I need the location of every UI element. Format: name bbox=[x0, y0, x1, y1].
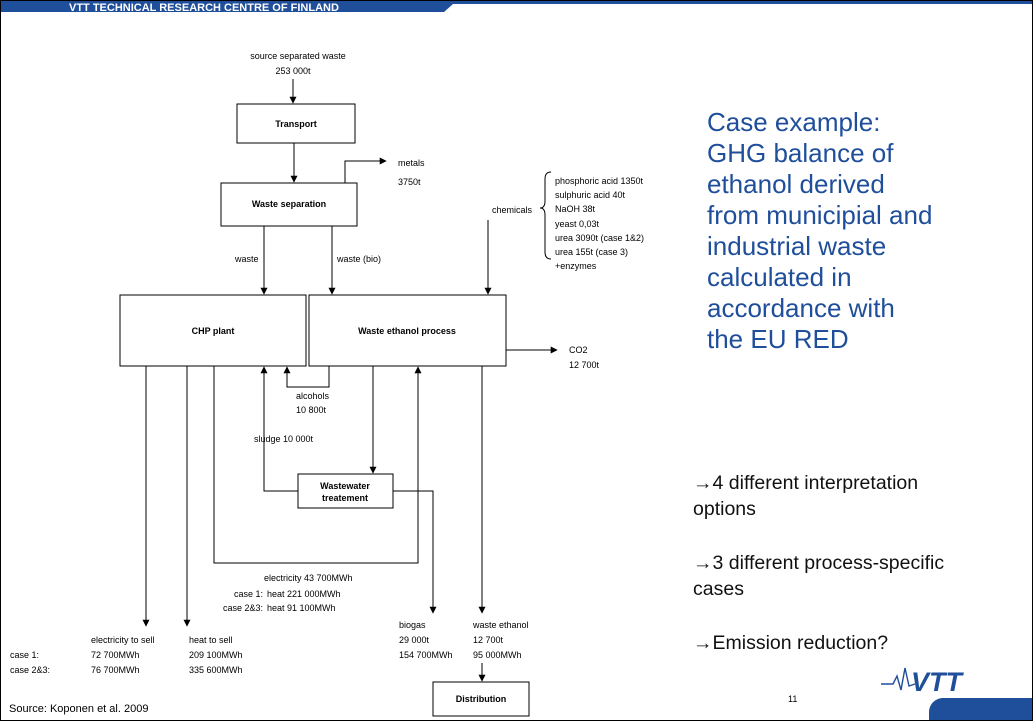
sludge-label: sludge 10 000t bbox=[254, 434, 314, 444]
arrow-biogas bbox=[393, 490, 437, 614]
distribution-label: Distribution bbox=[456, 694, 507, 704]
wastewater-label-line1: Wastewater bbox=[320, 481, 370, 491]
bullet-cases: →3 different process-specific cases bbox=[693, 550, 993, 602]
heat-to-sell-label: heat to sell bbox=[189, 635, 233, 645]
case1-label: case 1: bbox=[10, 650, 39, 660]
heat-case1: 209 100MWh bbox=[189, 650, 243, 660]
metals-label: metals bbox=[398, 158, 425, 168]
bullet-interpretation: →4 different interpretation options bbox=[693, 470, 993, 522]
case23-label: case 2&3: bbox=[10, 665, 50, 675]
arrow-energy-loop bbox=[213, 366, 422, 564]
bullet-line: cases bbox=[693, 578, 744, 600]
source-citation: Source: Koponen et al. 2009 bbox=[9, 703, 149, 715]
header-title: VTT TECHNICAL RESEARCH CENTRE OF FINLAND bbox=[69, 2, 339, 14]
page-number: 11 bbox=[788, 694, 798, 704]
case-example-title: Case example: GHG balance of ethanol der… bbox=[707, 107, 1007, 355]
chemical-item: phosphoric acid 1350t bbox=[555, 176, 644, 186]
co2-label: CO2 bbox=[569, 345, 588, 355]
case-title-line: from municipial and bbox=[707, 200, 933, 230]
heat-case23-value: heat 91 100MWh bbox=[267, 603, 336, 613]
co2-amount: 12 700t bbox=[569, 360, 600, 370]
case-title-line: Case example: bbox=[707, 107, 881, 137]
source-waste-label: source separated waste bbox=[250, 51, 346, 61]
case-title-line: ethanol derived bbox=[707, 169, 885, 199]
waste-ethanol-label: waste ethanol bbox=[472, 620, 529, 630]
logo-pulse-line bbox=[881, 667, 916, 691]
electricity-internal: electricity 43 700MWh bbox=[264, 573, 353, 583]
waste-ethanol-process-label: Waste ethanol process bbox=[358, 326, 456, 336]
chemical-item: +enzymes bbox=[555, 261, 597, 271]
chp-plant-box bbox=[119, 294, 307, 367]
waste-separation-box bbox=[220, 182, 358, 227]
chp-plant-label: CHP plant bbox=[192, 326, 235, 336]
waste-label: waste bbox=[234, 254, 259, 264]
biogas-mwh: 154 700MWh bbox=[399, 650, 453, 660]
electricity-case23: 76 700MWh bbox=[91, 665, 140, 675]
chemical-item: NaOH 38t bbox=[555, 204, 596, 214]
bullet-line: →3 different process-specific bbox=[693, 552, 945, 574]
waste-ethanol-process-box bbox=[308, 294, 507, 367]
chemicals-label: chemicals bbox=[492, 205, 533, 215]
waste-ethanol-mwh: 95 000MWh bbox=[473, 650, 522, 660]
wastewater-label-line2: treatement bbox=[322, 493, 368, 503]
bullet-line: →Emission reduction? bbox=[693, 632, 889, 654]
waste-separation-label: Waste separation bbox=[252, 199, 326, 209]
bullet-line: →4 different interpretation bbox=[693, 472, 919, 494]
bullet-emission: →Emission reduction? bbox=[693, 630, 993, 656]
arrow-alcohols bbox=[283, 366, 330, 388]
arrow-sludge bbox=[260, 366, 298, 492]
footer-blue-tab bbox=[929, 698, 1032, 720]
heat-case23-label: case 2&3: bbox=[223, 603, 263, 613]
chemicals-list: phosphoric acid 1350t sulphuric acid 40t… bbox=[555, 176, 644, 271]
bullet-line: options bbox=[693, 498, 756, 520]
distribution-box bbox=[432, 681, 530, 717]
chemicals-brace bbox=[539, 171, 552, 260]
alcohols-label: alcohols bbox=[296, 391, 330, 401]
case-title-line: GHG balance of bbox=[707, 138, 894, 168]
biogas-label: biogas bbox=[399, 620, 426, 630]
waste-bio-label: waste (bio) bbox=[336, 254, 381, 264]
logo-text: VTT bbox=[911, 667, 965, 696]
chemical-item: sulphuric acid 40t bbox=[555, 190, 626, 200]
biogas-tons: 29 000t bbox=[399, 635, 430, 645]
heat-case1-value: heat 221 000MWh bbox=[267, 589, 341, 599]
heat-case23: 335 600MWh bbox=[189, 665, 243, 675]
waste-ethanol-tons: 12 700t bbox=[473, 635, 504, 645]
case-title-line: accordance with bbox=[707, 293, 895, 323]
vtt-logo: VTT bbox=[881, 667, 965, 696]
case-title-line: the EU RED bbox=[707, 324, 849, 354]
chemical-item: urea 3090t (case 1&2) bbox=[555, 233, 644, 243]
header-bar bbox=[1, 1, 1032, 12]
case-title-line: industrial waste bbox=[707, 231, 887, 261]
transport-label: Transport bbox=[275, 119, 317, 129]
source-waste-amount: 253 000t bbox=[275, 66, 311, 76]
chemical-item: urea 155t (case 3) bbox=[555, 247, 628, 257]
electricity-to-sell-label: electricity to sell bbox=[91, 635, 155, 645]
wastewater-treatment-box bbox=[297, 473, 394, 509]
chemical-item: yeast 0,03t bbox=[555, 219, 600, 229]
transport-box bbox=[236, 103, 356, 144]
electricity-case1: 72 700MWh bbox=[91, 650, 140, 660]
case-title-line: calculated in bbox=[707, 262, 852, 292]
metals-amount: 3750t bbox=[398, 177, 421, 187]
heat-case1-label: case 1: bbox=[234, 589, 263, 599]
arrow-metals bbox=[344, 157, 387, 183]
alcohols-amount: 10 800t bbox=[296, 405, 327, 415]
